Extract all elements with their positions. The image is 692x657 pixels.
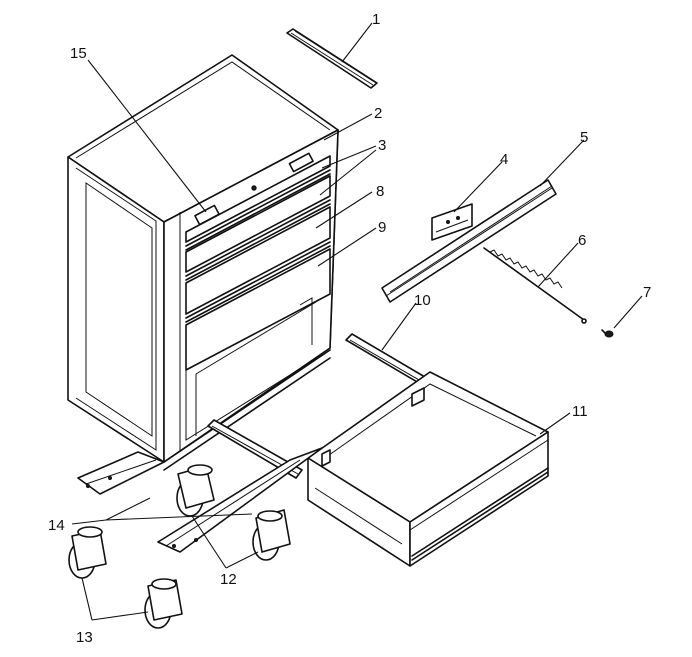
callout-14: 14 [48, 517, 65, 534]
callout-12: 12 [220, 571, 237, 588]
part-11-drawer [307, 371, 549, 567]
part-4-bracket [431, 203, 473, 241]
part-12-rigid-casters [176, 464, 291, 561]
callout-1: 1 [372, 11, 380, 28]
callout-11: 11 [572, 403, 588, 420]
part-6-rod [483, 247, 587, 324]
callout-4: 4 [500, 151, 508, 168]
callout-9: 9 [378, 219, 386, 236]
part-5-drawer-rail [381, 179, 557, 303]
callout-6: 6 [578, 232, 586, 249]
callout-13: 13 [76, 629, 93, 646]
callout-2: 2 [374, 105, 382, 122]
callout-8: 8 [376, 183, 384, 200]
tool-cabinet [67, 54, 339, 471]
callout-7: 7 [643, 284, 651, 301]
callout-10: 10 [414, 292, 431, 309]
callout-numbers: 1 2 3 4 5 6 7 8 9 10 11 12 13 14 15 [48, 11, 651, 646]
leader-lines [71, 22, 643, 621]
part-1-slide-rail [286, 28, 378, 89]
callout-15: 15 [70, 45, 87, 62]
callout-3: 3 [378, 137, 386, 154]
part-13-swivel-casters [68, 526, 183, 629]
callout-5: 5 [580, 129, 588, 146]
part-7-screw [601, 329, 614, 338]
